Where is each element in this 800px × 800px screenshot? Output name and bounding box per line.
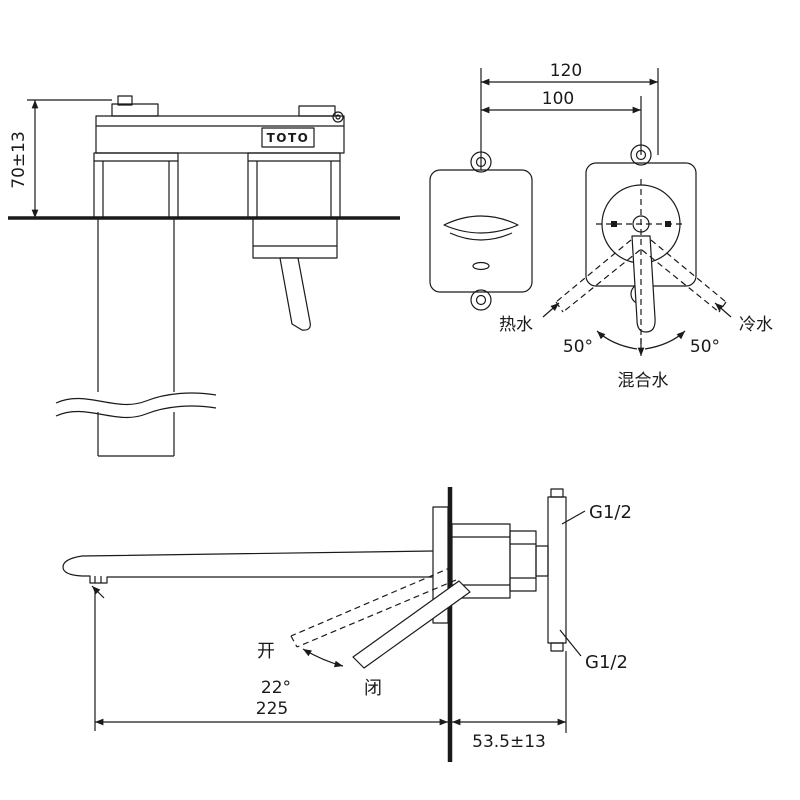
view-spout-side: G1/2 G1/2 开 22° 闭 225 53.5±13 <box>62 487 632 762</box>
dim-100-label: 100 <box>542 89 574 109</box>
brand-label: TOTO <box>267 131 310 145</box>
aerator-arrow <box>91 585 105 599</box>
open-label: 开 <box>257 641 275 662</box>
angle-left-label: 50° <box>563 337 593 357</box>
pipe-break-line <box>55 392 217 406</box>
hot-water-label: 热水 <box>499 315 533 335</box>
handle-lever-front <box>631 235 656 333</box>
thread-top-label: G1/2 <box>589 502 632 523</box>
thread-bottom-label: G1/2 <box>585 652 628 673</box>
mounting-bar <box>95 115 345 154</box>
dim-120-label: 120 <box>550 61 582 81</box>
valve-body <box>247 152 341 219</box>
spout-body <box>93 152 179 219</box>
spout-plate <box>429 169 533 293</box>
brand-badge <box>261 127 315 148</box>
closed-label: 闭 <box>364 678 382 699</box>
handle-lever <box>279 257 311 331</box>
spout-profile <box>62 550 434 584</box>
dim-height-label: 70±13 <box>9 131 29 189</box>
hot-indicator-mark <box>611 221 617 227</box>
angle-arc-right <box>644 330 686 350</box>
view-installation-side: 70±13 TOTO <box>8 95 400 457</box>
lever-closed-position <box>352 580 471 669</box>
dim-225-label: 225 <box>256 699 288 719</box>
angle-arc-left <box>596 330 638 350</box>
angle-right-label: 50° <box>690 337 720 357</box>
wall-flange <box>432 506 449 624</box>
mounting-plate-edge <box>547 496 567 644</box>
cold-water-label: 冷水 <box>739 315 773 335</box>
mixed-water-label: 混合水 <box>618 371 669 391</box>
angle-22-arc <box>302 648 344 668</box>
view-front: 120 100 热水 冷水 <box>429 61 773 391</box>
dim-depth-label: 53.5±13 <box>472 732 546 752</box>
spout-opening <box>443 215 519 234</box>
angle-22-label: 22° <box>261 678 291 698</box>
